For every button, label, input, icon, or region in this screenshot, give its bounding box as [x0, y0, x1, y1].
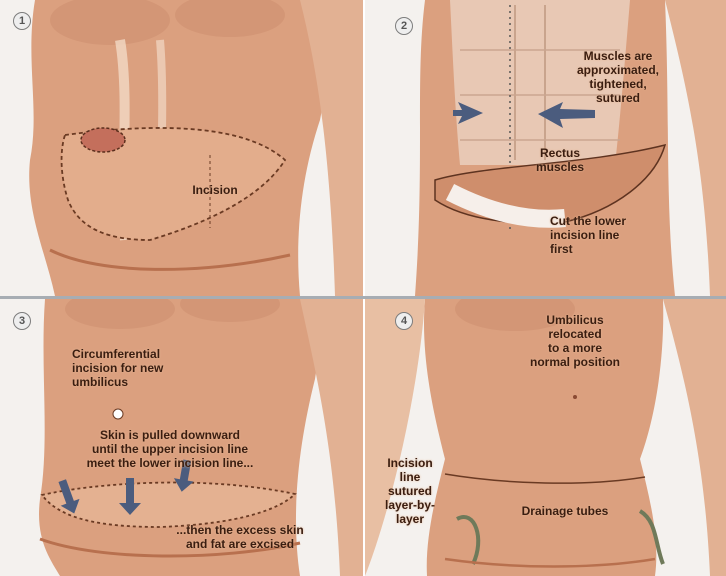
circumferential-incision-label: Circumferential incision for new umbilic…: [72, 347, 192, 389]
panel-1-illustration: [0, 0, 363, 296]
panel-3: 3 Circumferential incision for new umbil…: [0, 299, 363, 576]
skin-pulled-label: Skin is pulled downward until the upper …: [70, 428, 270, 470]
panel-1: 1 Incision: [0, 0, 363, 296]
step-number-3: 3: [13, 312, 31, 330]
step-number-4: 4: [395, 312, 413, 330]
incision-line-sutured-label: Incision line sutured layer-by- layer: [379, 456, 441, 526]
incision-label: Incision: [180, 183, 250, 197]
step-number-2: 2: [395, 17, 413, 35]
muscles-approximated-label: Muscles are approximated, tightened, sut…: [553, 49, 683, 105]
step-number-1: 1: [13, 12, 31, 30]
cut-lower-incision-label: Cut the lower incision line first: [550, 214, 660, 256]
panel-2: 2 Muscles are approximated, tightened, s…: [365, 0, 726, 296]
umbilicus-relocated-label: Umbilicus relocated to a more normal pos…: [505, 313, 645, 369]
panel-4: 4 Umbilicus relocated to a more normal p…: [365, 299, 726, 576]
excess-excised-label: ...then the excess skin and fat are exci…: [160, 523, 320, 551]
rectus-muscles-label: Rectus muscles: [525, 146, 595, 174]
drainage-tubes-label: Drainage tubes: [510, 504, 620, 518]
